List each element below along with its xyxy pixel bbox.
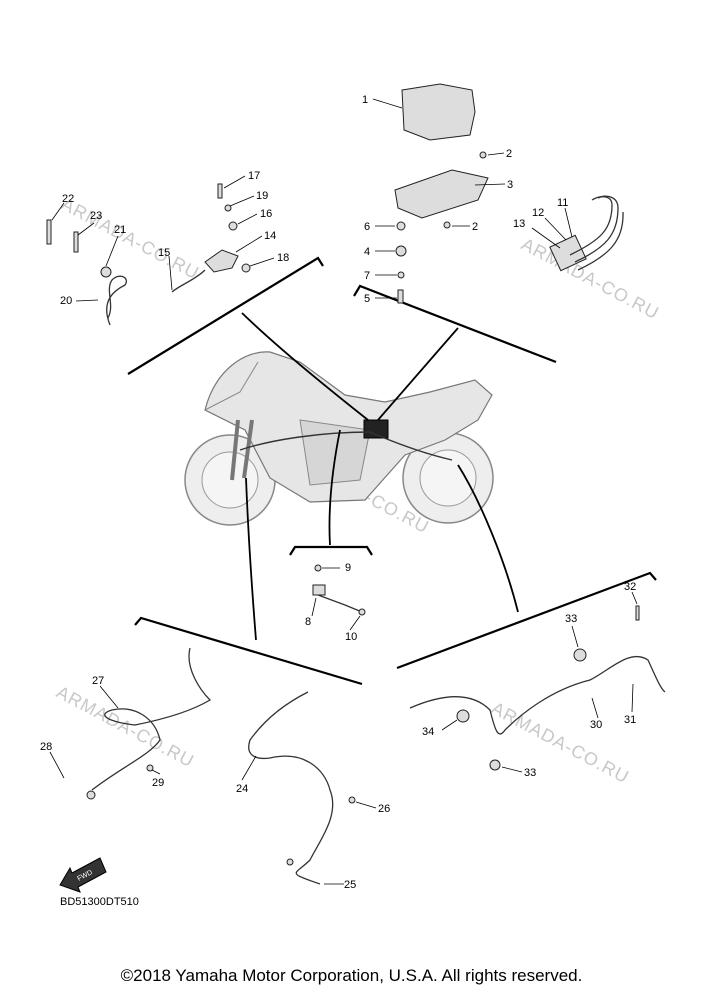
callout-33b: 33: [524, 767, 536, 779]
hose-24: [248, 691, 334, 885]
group-brackets: [127, 256, 657, 686]
callout-2: 2: [506, 148, 512, 160]
nut-6: [396, 221, 406, 231]
callout-10: 10: [345, 631, 357, 643]
copyright-notice: ©2018 Yamaha Motor Corporation, U.S.A. A…: [120, 966, 583, 985]
ecu-bracket: [394, 169, 489, 219]
callout-33a: 33: [565, 613, 577, 625]
abs-group: [531, 195, 624, 272]
callout-34: 34: [422, 726, 434, 738]
bolt-2b: [443, 221, 451, 229]
bolt-2a: [479, 151, 487, 159]
callout-17: 17: [248, 170, 260, 182]
callout-15: 15: [158, 247, 170, 259]
callout-6: 6: [364, 221, 370, 233]
watermark: ARMADA-CO.RU: [53, 682, 197, 771]
front-brake-group: [49, 647, 377, 885]
rear-group: [409, 591, 666, 773]
ecu-unit: [401, 83, 476, 141]
sensor-group: [311, 564, 366, 631]
callout-21: 21: [114, 224, 126, 236]
callout-23: 23: [90, 210, 102, 222]
callout-29: 29: [152, 777, 164, 789]
watermark: ARMADA-CO.RU: [518, 234, 662, 323]
pointer-lines: [241, 312, 519, 641]
callout-18: 18: [277, 252, 289, 264]
drawing-code: BD51300DT510: [60, 896, 139, 908]
callout-20: 20: [60, 295, 72, 307]
callout-11: 11: [557, 197, 568, 209]
callout-7: 7: [364, 270, 370, 282]
callout-26: 26: [378, 803, 390, 815]
callout-5: 5: [364, 293, 370, 305]
callout-31: 31: [624, 714, 636, 726]
callout-3: 3: [507, 179, 513, 191]
callout-8: 8: [305, 616, 311, 628]
callout-27: 27: [92, 675, 104, 687]
callout-13: 13: [513, 218, 525, 230]
grommet-4: [395, 245, 407, 257]
callout-28: 28: [40, 741, 52, 753]
washer-7: [397, 271, 405, 279]
callout-32: 32: [624, 581, 636, 593]
callout-16: 16: [260, 208, 272, 220]
lead-30: [409, 655, 666, 735]
callout-30: 30: [590, 719, 602, 731]
callout-4: 4: [364, 246, 370, 258]
callout-14: 14: [264, 230, 276, 242]
callout-19: 19: [256, 190, 268, 202]
handlebar-group: [46, 175, 275, 326]
callout-25: 25: [344, 879, 356, 891]
watermark: ARMADA-CO.RU: [488, 698, 632, 787]
callout-labels: 1 2 3 6 2 4 7 5 11 12 13 17 19 16 14 18 …: [40, 94, 636, 891]
ecu-group: [372, 83, 506, 304]
bolt-5: [397, 289, 404, 304]
front-arrow-icon: FWD: [59, 857, 107, 893]
callout-2b: 2: [472, 221, 478, 233]
callout-1: 1: [362, 94, 368, 106]
hose-27: [91, 647, 212, 791]
watermark: ARMADA-CO.RU: [58, 194, 202, 283]
callout-12: 12: [532, 207, 544, 219]
harness-20: [106, 275, 127, 326]
callout-24: 24: [236, 783, 248, 795]
hydraulic-unit: [549, 234, 587, 272]
callout-22: 22: [62, 193, 74, 205]
callout-9: 9: [345, 562, 351, 574]
